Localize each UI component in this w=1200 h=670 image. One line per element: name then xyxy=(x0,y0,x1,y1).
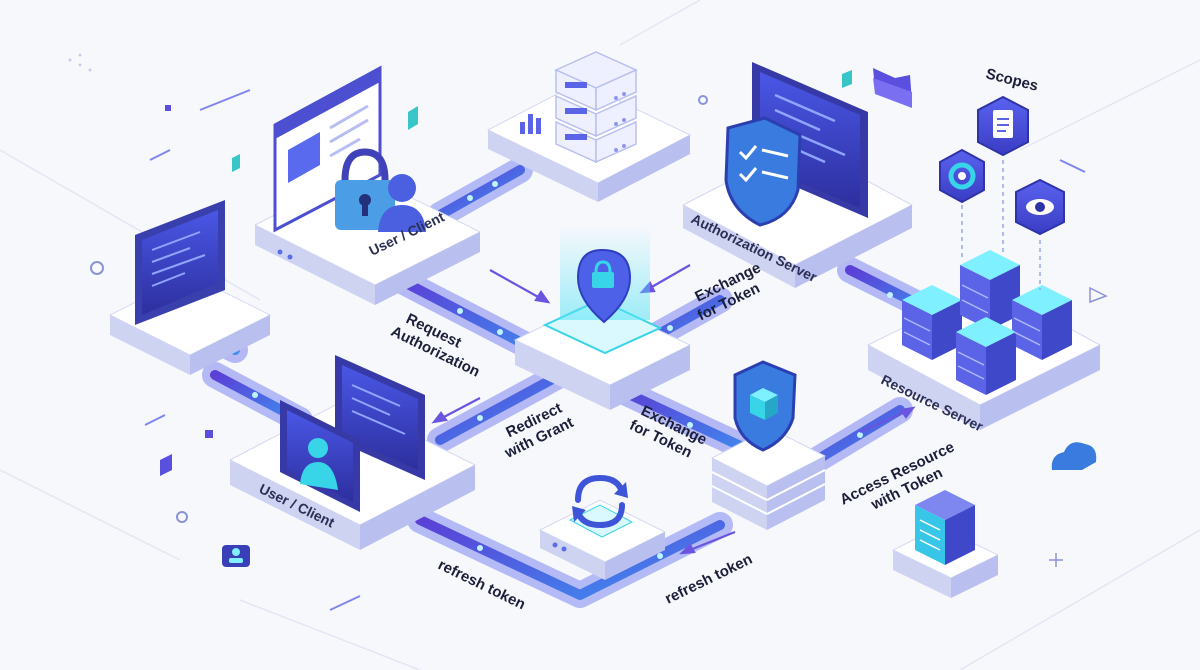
browser-window-icon xyxy=(273,65,382,233)
document-icon xyxy=(977,95,1029,157)
flow-arrows xyxy=(431,264,916,555)
server-icon xyxy=(902,250,1072,395)
token-server-node xyxy=(710,360,827,530)
user-icon xyxy=(378,174,426,232)
scopes-group: Scopes xyxy=(939,65,1065,290)
decorations xyxy=(68,53,1108,611)
cloud-icon xyxy=(1051,442,1097,470)
padlock-icon xyxy=(335,148,395,230)
mini-server-node xyxy=(891,490,1000,598)
gear-icon xyxy=(939,148,985,204)
laptop-screen-icon xyxy=(135,200,225,325)
refresh-icon xyxy=(572,474,628,529)
laptop-node xyxy=(108,200,272,375)
database-node xyxy=(486,51,692,202)
client-top-node: User / Client xyxy=(253,65,482,305)
server-stack-icon xyxy=(554,51,638,164)
refresh-device-node xyxy=(538,474,667,580)
server-tower-icon xyxy=(915,490,975,565)
resource-server-node: Resource Server xyxy=(866,250,1102,435)
folder-icon xyxy=(873,68,912,108)
lock-pin-icon xyxy=(576,248,632,324)
shield-check-icon xyxy=(724,116,802,227)
user-badge-icon xyxy=(222,545,250,567)
eye-icon xyxy=(1015,178,1065,236)
authorization-server-node: Authorization Server xyxy=(681,62,914,288)
hub-node xyxy=(513,225,692,410)
scopes-label: Scopes xyxy=(984,65,1040,94)
client-bottom-node: User / Client xyxy=(228,355,477,550)
user-icon xyxy=(300,438,338,490)
shield-cube-icon xyxy=(733,360,797,452)
user-profile-window-icon xyxy=(280,400,360,512)
exchange-token-upper-label: Exchange for Token xyxy=(687,257,775,324)
